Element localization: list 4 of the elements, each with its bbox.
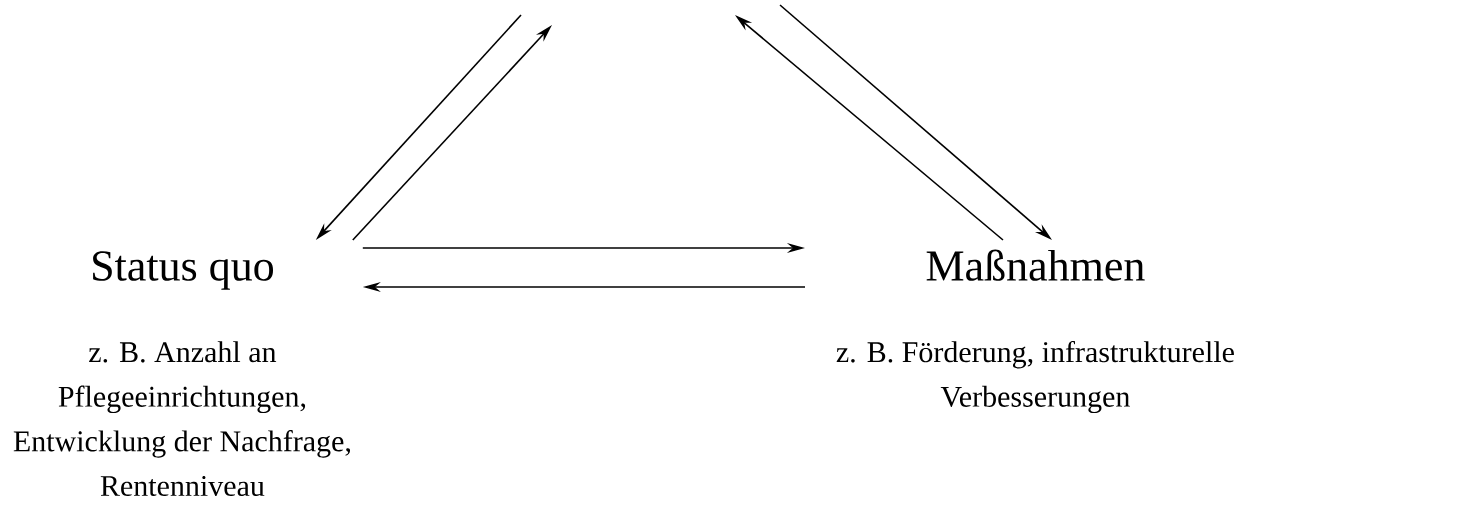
heading: Status quo: [93, 251, 273, 290]
heading: Maßnahmen: [926, 249, 1145, 281]
description: z. B. Anzahl an Pflegeeinrichtungen, Entwicklung der Nachfrage, Rentenniveau: [13, 341, 351, 497]
description: z. B. Förderung, infrastrukturelle Verbesserungen: [836, 340, 1234, 414]
